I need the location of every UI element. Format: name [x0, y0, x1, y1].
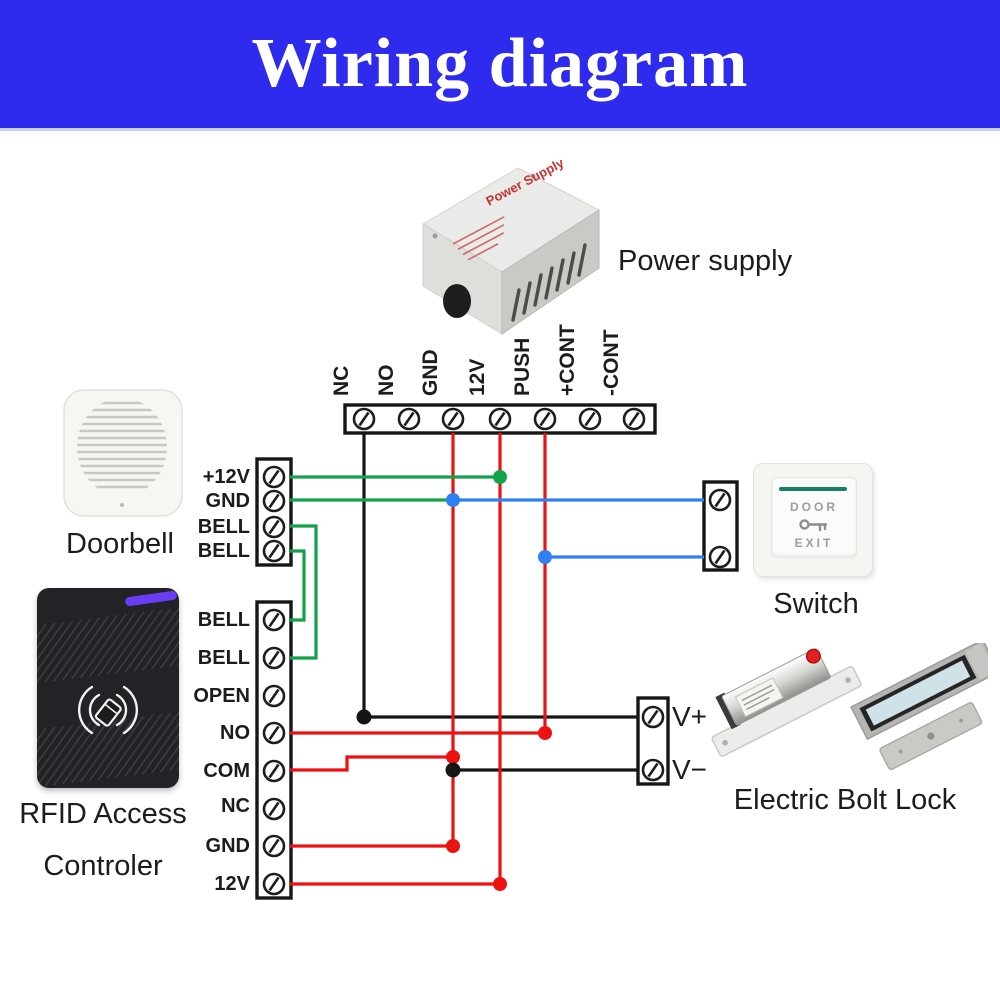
rfid-purple-accent — [124, 590, 178, 607]
power-supply-front-face — [422, 223, 503, 335]
exit-switch-image: DOOR EXIT — [753, 463, 873, 577]
doorbell-grille — [77, 401, 167, 489]
rfid-term-bell2: BELL — [197, 647, 250, 669]
power-supply-side-face — [501, 209, 600, 335]
doorbell-term-bell2: BELL — [197, 540, 250, 562]
doorbell-term-gnd: GND — [205, 490, 250, 512]
bolt-screws — [641, 705, 665, 782]
electric-bolt — [711, 648, 862, 757]
rfid-texture-band — [37, 605, 179, 685]
strip-label-mcont: -CONT — [600, 329, 623, 397]
rfid-term-com: COM — [203, 760, 250, 782]
magnetic-lock-bar — [850, 643, 988, 741]
junction-dot-red — [446, 839, 460, 853]
power-supply-image: Power Supply — [422, 158, 600, 335]
junction-dot-green — [493, 470, 507, 484]
doorbell-led — [120, 503, 124, 507]
power-supply-cable-hole — [443, 284, 471, 318]
rfid-term-gnd: GND — [205, 835, 250, 857]
junction-dot-red — [493, 877, 507, 891]
rfid-card-wave-icon — [78, 685, 138, 735]
wire-nc-to-vplus — [362, 433, 638, 719]
power-supply-box-text: Power Supply — [483, 158, 567, 209]
strip-label-no: NO — [375, 364, 398, 397]
power-supply-vents — [511, 243, 587, 322]
switch-door-text: DOOR — [790, 500, 838, 514]
rfid-screws — [262, 608, 286, 896]
exit-switch-button: DOOR EXIT — [771, 477, 857, 558]
switch-green-line — [779, 487, 847, 491]
rfid-label-line1: RFID Access — [19, 798, 187, 830]
wire-doorbell-bell1 — [290, 524, 318, 660]
rfid-reader-image — [37, 588, 179, 788]
doorbell-label: Doorbell — [66, 528, 174, 560]
doorbell-term-bell1: BELL — [197, 516, 250, 538]
strip-label-pcont: +CONT — [556, 324, 579, 396]
rfid-term-12v: 12V — [214, 873, 250, 895]
switch-screws — [708, 488, 732, 569]
bolt-terminal-block — [636, 696, 670, 786]
screw-dot — [432, 233, 438, 239]
page-title: Wiring diagram — [251, 25, 749, 102]
doorbell-term-12v: +12V — [202, 466, 250, 488]
power-supply-warning-lines — [452, 216, 505, 261]
rfid-term-no: NO — [220, 722, 250, 744]
junction-dot-black — [445, 762, 461, 778]
strip-label-nc: NC — [330, 365, 353, 396]
junction-dot-black — [356, 709, 372, 725]
bolt-term-vminus: V− — [672, 754, 708, 785]
junction-dot-red — [446, 750, 460, 764]
switch-exit-text: EXIT — [794, 536, 834, 550]
bolt-lock-image — [711, 643, 988, 771]
rfid-term-bell1: BELL — [197, 609, 250, 631]
power-strip-screws — [352, 407, 646, 431]
strip-label-push: PUSH — [511, 337, 534, 396]
doorbell-body — [63, 389, 183, 517]
wire-doorbell-bell2 — [290, 549, 306, 622]
junction-dot-red — [538, 726, 552, 740]
switch-terminal-block — [702, 480, 739, 572]
strip-label-12v: 12V — [466, 358, 489, 396]
rfid-label-line2: Controler — [43, 850, 163, 882]
wire-rfid-com — [290, 755, 453, 772]
bolt-lock-label: Electric Bolt Lock — [733, 784, 957, 816]
junction-dot-blue — [538, 550, 552, 564]
magnetic-lock-armature — [879, 702, 983, 771]
rfid-terminal-block — [255, 600, 293, 900]
junction-dots — [356, 470, 552, 891]
doorbell-terminal-block — [255, 457, 293, 567]
power-supply-label: Power supply — [618, 245, 793, 277]
rfid-term-open: OPEN — [193, 685, 250, 707]
title-banner: Wiring diagram — [0, 0, 1000, 131]
switch-label: Switch — [773, 588, 859, 620]
bolt-term-vplus: V+ — [672, 701, 708, 732]
power-supply-top-face — [422, 167, 600, 273]
junction-dot-blue — [446, 493, 460, 507]
screw-dot — [530, 173, 536, 179]
doorbell-screws — [262, 465, 286, 563]
power-strip-block — [343, 403, 657, 435]
strip-label-gnd: GND — [419, 349, 442, 396]
key-icon — [799, 519, 828, 532]
rfid-term-nc: NC — [221, 795, 250, 817]
